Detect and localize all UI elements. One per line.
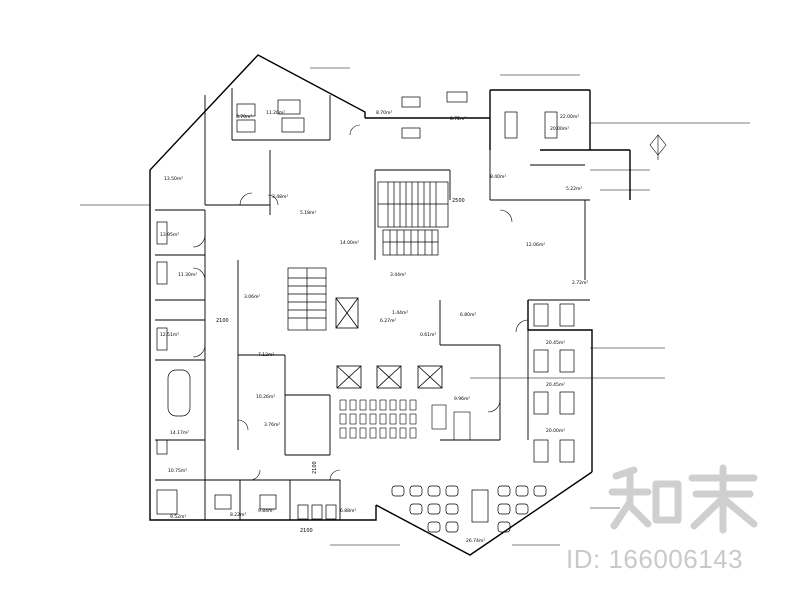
classroom-desks	[339, 399, 471, 441]
area-label: 9.84m²	[258, 508, 274, 514]
area-label: 6.80m²	[460, 312, 476, 318]
area-label: 14.00m²	[340, 240, 359, 246]
watermark-logo	[608, 464, 758, 534]
area-label: 8.70m²	[236, 114, 252, 120]
area-labels: 8.70m² 11.20m² 8.70m² 20.00m² 13.50m² 12…	[160, 110, 588, 544]
furniture-west	[156, 221, 337, 520]
area-label: 3.48m²	[272, 194, 288, 200]
area-label: 0.61m²	[420, 332, 436, 338]
area-label: 3.44m²	[390, 272, 406, 278]
dimension-label: 2100	[300, 528, 313, 534]
area-label: 6.88m²	[340, 508, 356, 514]
area-label: 12.06m²	[526, 242, 545, 248]
area-label: 9.52m²	[170, 514, 186, 520]
area-label: 8.40m²	[490, 174, 506, 180]
dimension-label: 2500	[452, 198, 465, 204]
beds-east	[533, 303, 575, 463]
area-label: 1.44m²	[392, 310, 408, 316]
stair-west	[287, 267, 327, 331]
area-label: 2.72m²	[572, 280, 588, 286]
stair-north	[377, 181, 449, 228]
area-label: 20.45m²	[546, 340, 565, 346]
dimension-label: 2100	[312, 461, 318, 474]
area-label: 10.75m²	[168, 468, 187, 474]
area-label: 3.76m²	[264, 422, 280, 428]
area-label: 8.70m²	[376, 110, 392, 116]
area-label: 20.45m²	[546, 382, 565, 388]
building-outline	[149, 54, 631, 556]
area-label: 20.00m²	[550, 126, 569, 132]
dining-tables	[391, 485, 547, 533]
area-label: 14.17m²	[170, 430, 189, 436]
area-label: 7.12m²	[258, 352, 274, 358]
area-label: 13.50m²	[164, 176, 183, 182]
stair-middle	[382, 229, 439, 256]
elevator-shafts	[335, 297, 443, 389]
leader-lines	[80, 67, 750, 546]
dimension-labels: 2500 2100 2100 2100	[216, 198, 465, 534]
area-label: 8.22m²	[230, 512, 246, 518]
area-label: 11.30m²	[178, 272, 197, 278]
area-label: 5.18m²	[300, 210, 316, 216]
dimension-label: 2100	[216, 318, 229, 324]
area-label: 3.06m²	[244, 294, 260, 300]
area-label: 20.00m²	[546, 428, 565, 434]
door-swings	[192, 124, 529, 481]
beds-north	[236, 91, 558, 139]
area-label: 12.51m²	[160, 332, 179, 338]
watermark-id: ID: 166006143	[566, 544, 744, 574]
area-label: 13.95m²	[160, 232, 179, 238]
area-label: 5.22m²	[566, 186, 582, 192]
area-label: 26.74m²	[466, 538, 485, 544]
area-label: 22.00m²	[560, 114, 579, 120]
area-label: 10.26m²	[256, 394, 275, 400]
interior-walls	[155, 88, 590, 520]
area-label: 8.72m²	[450, 116, 466, 122]
area-label: 9.96m²	[454, 396, 470, 402]
area-label: 11.20m²	[266, 110, 285, 116]
area-label: 6.27m²	[380, 318, 396, 324]
